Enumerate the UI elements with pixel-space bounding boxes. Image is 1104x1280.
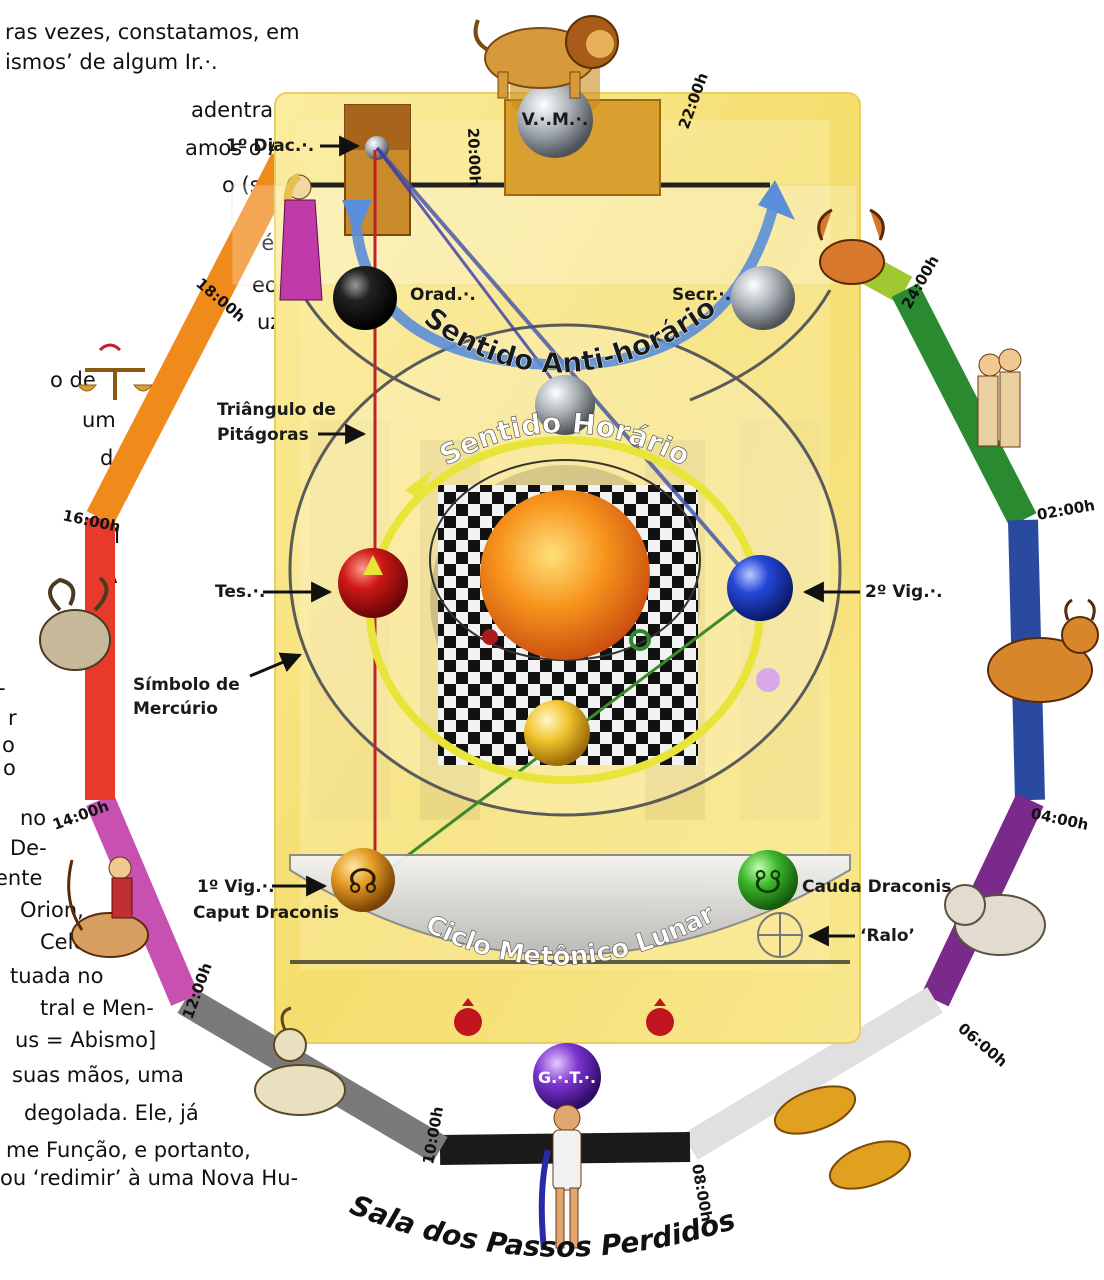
taurus-icon xyxy=(988,600,1098,702)
gemini-icon xyxy=(978,349,1021,447)
label-ralo: ‘Ralo’ xyxy=(860,926,915,946)
small-red-dot xyxy=(482,629,498,645)
label-mercurio-1: Símbolo de xyxy=(133,675,240,695)
label-first-deacon: 1º Diac.·. xyxy=(226,136,314,156)
label-orador: Orad.·. xyxy=(410,285,476,305)
south-gold-sphere xyxy=(524,700,590,766)
secretario-sphere xyxy=(731,266,795,330)
label-triangulo-2: Pitágoras xyxy=(217,425,309,445)
label-second-vigilante: 2º Vig.·. xyxy=(865,582,943,602)
hour-label: 04:00h xyxy=(1029,804,1090,834)
hour-label: 20:00h xyxy=(464,128,484,187)
hour-label: 06:00h xyxy=(954,1019,1010,1070)
ralo-grate-icon xyxy=(758,913,802,957)
sun-icon xyxy=(480,490,650,660)
libra-icon xyxy=(78,345,152,400)
label-caput-draconis: Caput Draconis xyxy=(193,903,339,923)
hour-label: 02:00h xyxy=(1036,496,1097,524)
label-cauda-draconis: Cauda Draconis xyxy=(802,877,951,897)
label-first-vigilante: 1º Vig.·. xyxy=(197,877,275,897)
orador-sphere xyxy=(333,266,397,330)
gt-label: G.·.T.·. xyxy=(538,1068,596,1087)
label-mercurio-2: Mercúrio xyxy=(133,699,218,719)
cauda-draconis-icon: ☋ xyxy=(754,863,782,901)
second-vigilante-sphere xyxy=(727,555,793,621)
label-tesoureiro: Tes.·. xyxy=(215,582,265,602)
caput-draconis-icon: ☊ xyxy=(348,862,378,902)
aquarius-icon xyxy=(542,1105,581,1250)
label-triangulo-1: Triângulo de xyxy=(217,400,336,420)
small-pink-sphere xyxy=(756,668,780,692)
vm-label: V.·.M.·. xyxy=(522,110,589,130)
